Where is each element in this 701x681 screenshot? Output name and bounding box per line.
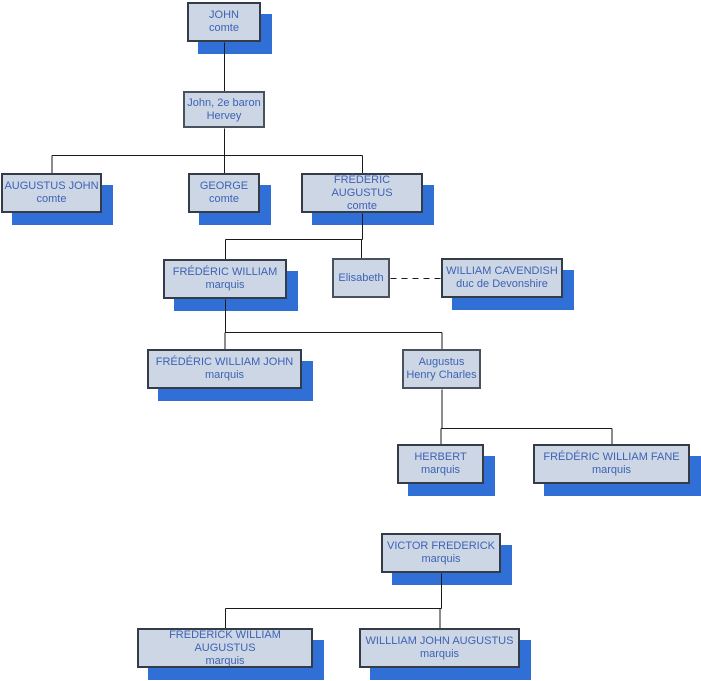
person-title: comte xyxy=(36,193,67,205)
person-node-john-2e-baron-hervey: John, 2e baron Hervey xyxy=(183,91,265,128)
person-name: GEORGE xyxy=(199,180,249,192)
person-node-elisabeth: Elisabeth xyxy=(332,258,390,298)
person-name: FRÉDÉRIC WILLIAM xyxy=(172,266,278,278)
person-name: VICTOR FREDERICK xyxy=(387,540,495,552)
person-name: FRÉDÉRIC WILLIAM FANE xyxy=(543,451,680,463)
person-name: John, 2e baron Hervey xyxy=(187,96,261,122)
person-name: Elisabeth xyxy=(338,271,384,284)
person-title: comte xyxy=(209,22,239,34)
person-title: marquis xyxy=(421,553,461,565)
person-title: marquis xyxy=(420,464,461,476)
person-title: marquis xyxy=(419,648,460,660)
person-node-augustus-henry-charles: Augustus Henry Charles xyxy=(402,349,481,389)
person-name: FREDERICK WILLIAM AUGUSTUS xyxy=(169,628,281,654)
person-title: marquis xyxy=(204,369,245,381)
person-name: JOHN xyxy=(209,9,239,21)
person-title: marquis xyxy=(205,654,245,667)
person-name: Augustus Henry Charles xyxy=(406,356,477,381)
person-name: WILLLIAM JOHN AUGUSTUS xyxy=(365,635,514,647)
person-name: WILLIAM CAVENDISH xyxy=(446,265,558,277)
person-name: AUGUSTUS JOHN xyxy=(4,180,99,192)
person-name: FRÉDÉRIC AUGUSTUS xyxy=(331,173,393,199)
person-name: FRÉDÉRIC WILLIAM JOHN xyxy=(155,356,294,368)
person-title: marquis xyxy=(591,464,632,476)
person-title: comte xyxy=(347,199,377,212)
person-title: duc de Devonshire xyxy=(456,278,548,290)
person-name: HERBERT xyxy=(414,451,467,463)
person-title: marquis xyxy=(205,279,245,291)
person-title: comte xyxy=(209,193,239,205)
